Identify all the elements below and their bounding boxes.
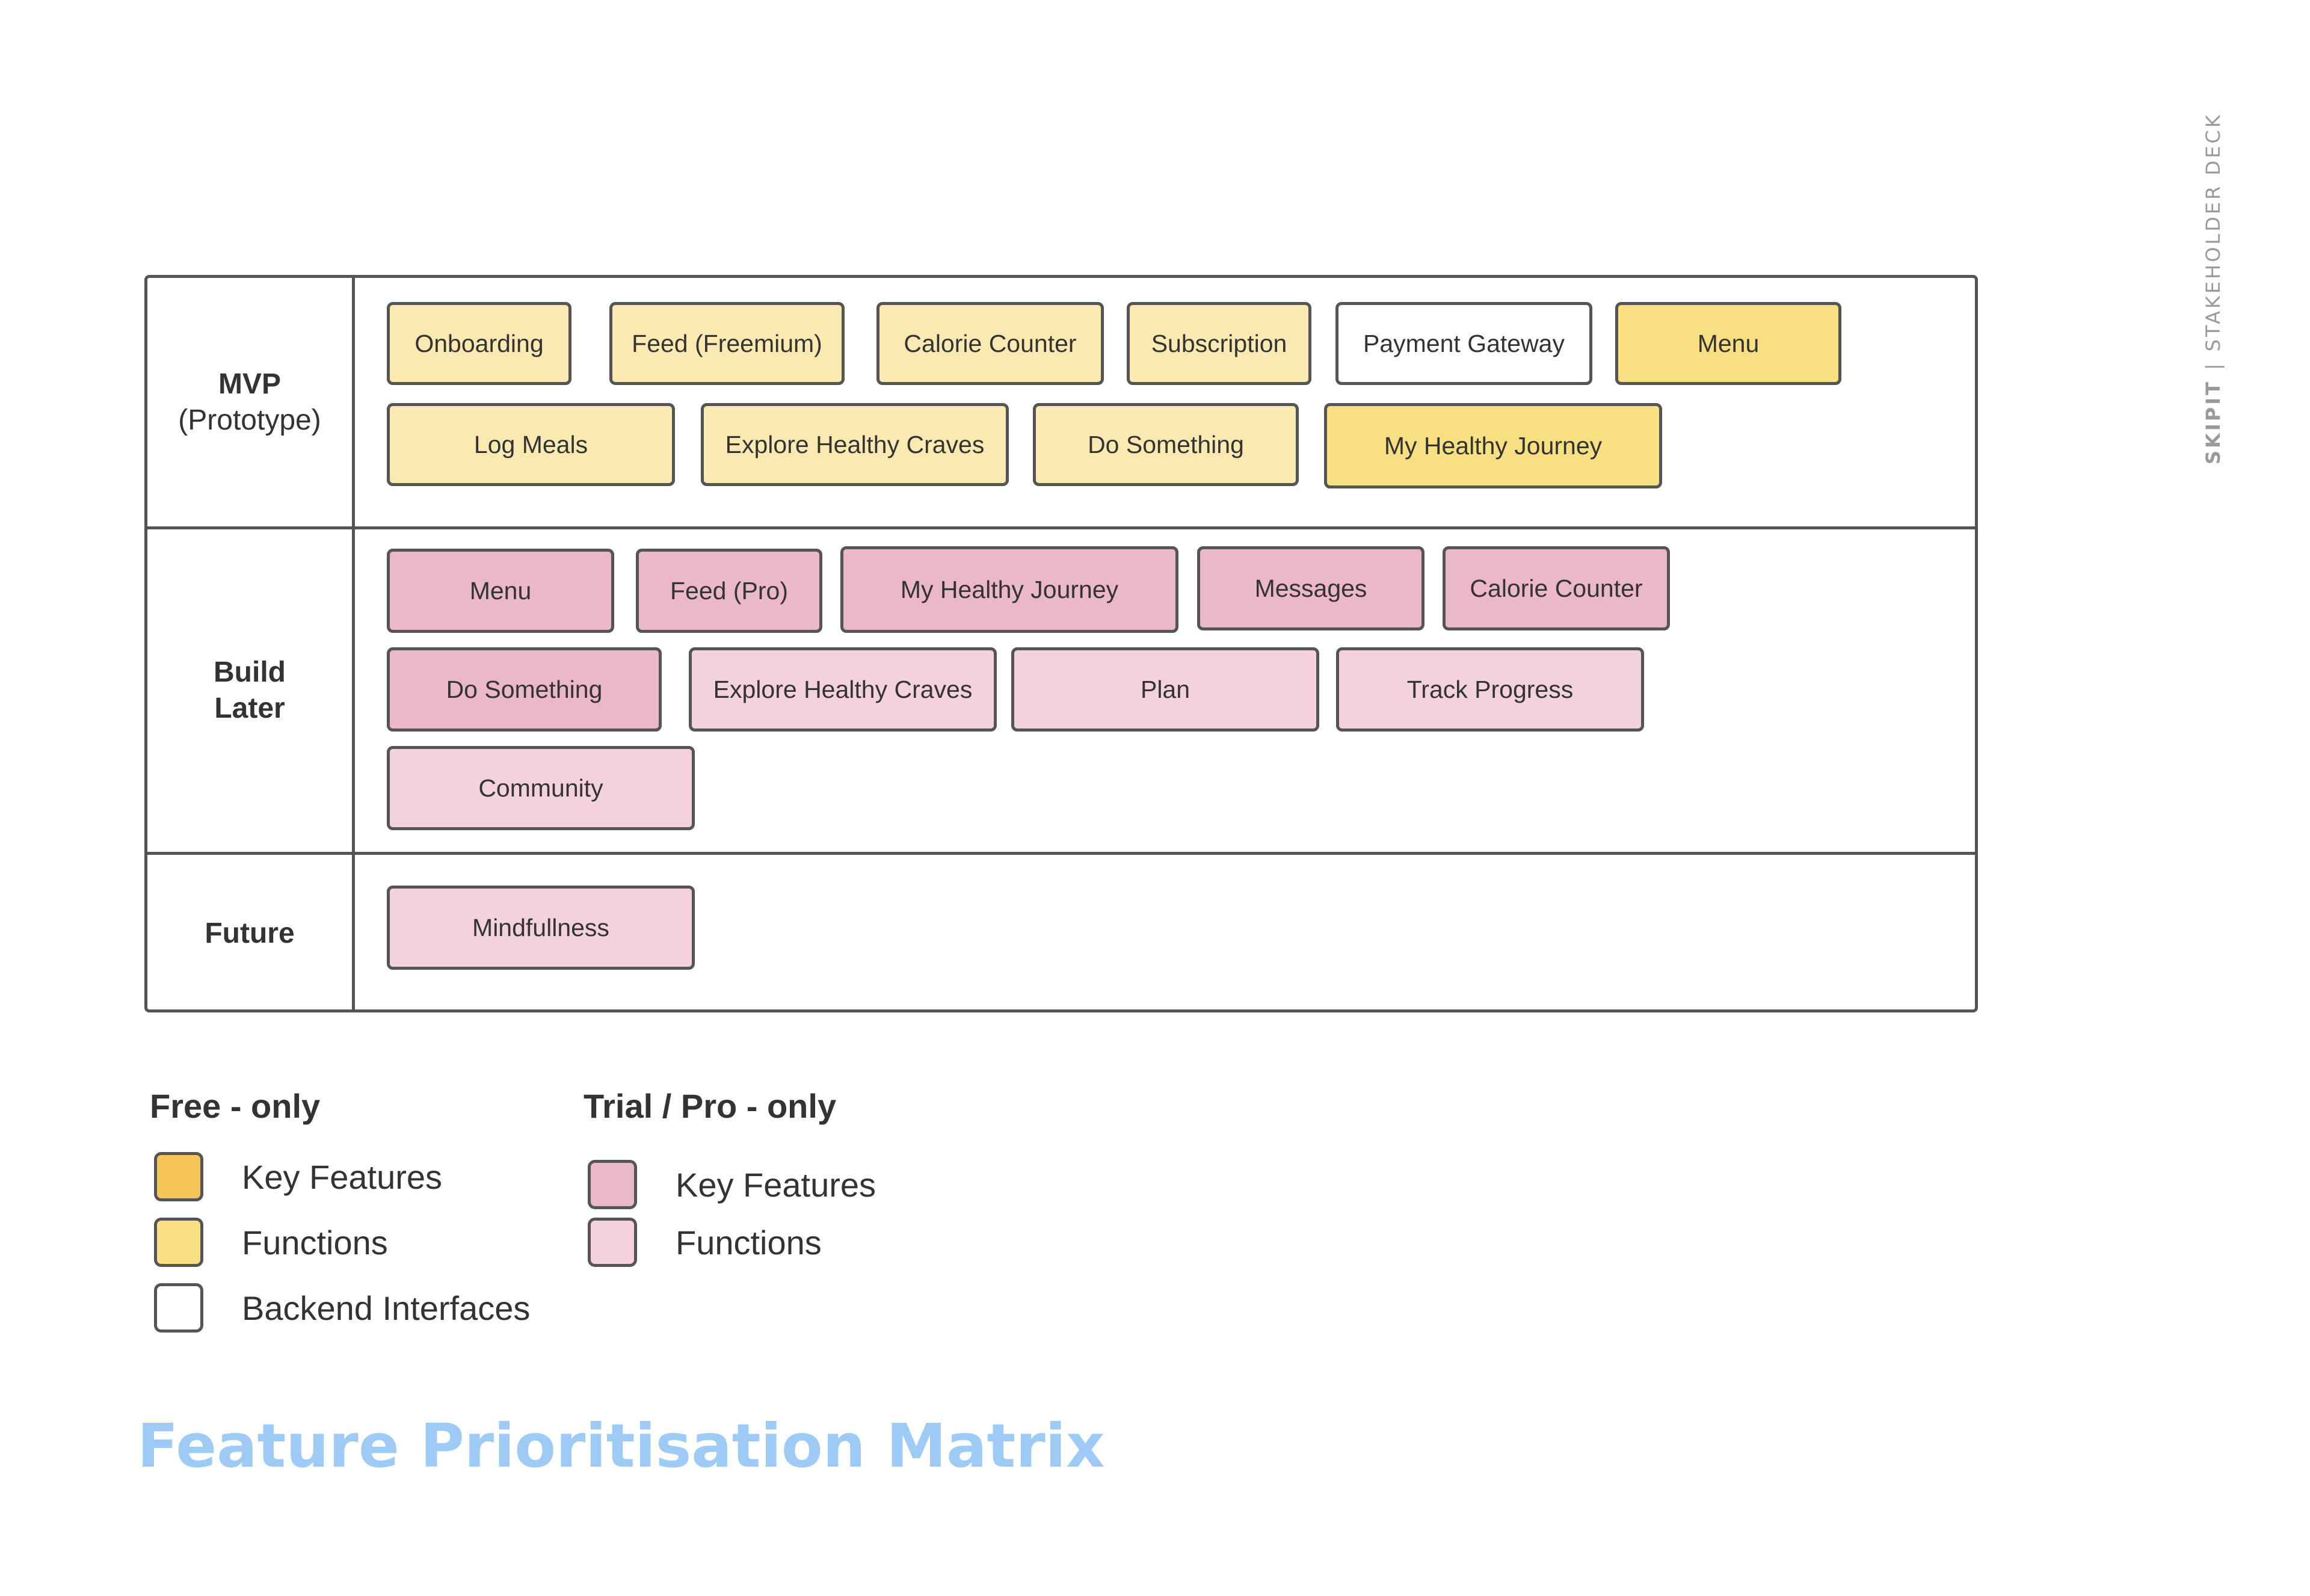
brand-name: SKIPIT <box>2202 380 2225 464</box>
feature-card-do-something[interactable]: Do Something <box>387 647 662 732</box>
matrix-column-divider <box>352 278 355 1009</box>
feature-card-onboarding[interactable]: Onboarding <box>387 302 571 385</box>
feature-card-plan[interactable]: Plan <box>1011 647 1319 732</box>
feature-card-my-healthy-journey[interactable]: My Healthy Journey <box>840 546 1178 633</box>
feature-card-community[interactable]: Community <box>387 746 695 830</box>
row-label-title: MVP <box>218 368 281 400</box>
legend-item-pro-functions: Functions <box>588 1218 822 1267</box>
legend-pro-title: Trial / Pro - only <box>584 1087 837 1125</box>
feature-card-feed-pro[interactable]: Feed (Pro) <box>636 549 822 633</box>
feature-card-do-something[interactable]: Do Something <box>1033 403 1299 486</box>
feature-card-my-healthy-journey[interactable]: My Healthy Journey <box>1324 403 1662 488</box>
feature-card-feed-freemium[interactable]: Feed (Freemium) <box>609 302 845 385</box>
feature-card-explore-healthy-craves[interactable]: Explore Healthy Craves <box>701 403 1009 486</box>
legend-label: Key Features <box>676 1165 876 1204</box>
legend-swatch <box>588 1218 637 1267</box>
feature-card-calorie-counter[interactable]: Calorie Counter <box>876 302 1104 385</box>
feature-card-messages[interactable]: Messages <box>1197 546 1424 630</box>
legend-item-pro-key-features: Key Features <box>588 1160 876 1209</box>
legend-swatch <box>154 1218 203 1267</box>
feature-card-log-meals[interactable]: Log Meals <box>387 403 675 486</box>
legend-swatch <box>154 1283 203 1333</box>
side-label-separator: | <box>2202 361 2225 371</box>
priority-matrix: MVP (Prototype) Build Later Future Onboa… <box>144 275 1978 1012</box>
legend-label: Functions <box>242 1223 388 1262</box>
row-label-title: Future <box>205 917 295 949</box>
row-label-future: Future <box>147 855 352 1009</box>
matrix-row-divider <box>147 852 1975 855</box>
row-label-subtitle: (Prototype) <box>178 404 321 436</box>
feature-card-menu[interactable]: Menu <box>1615 302 1841 385</box>
page-title: Feature Prioritisation Matrix <box>137 1411 1105 1481</box>
deck-name: STAKEHOLDER DECK <box>2202 112 2225 352</box>
feature-card-calorie-counter[interactable]: Calorie Counter <box>1443 546 1670 630</box>
legend-item-free-functions: Functions <box>154 1218 388 1267</box>
row-label-subtitle: Later <box>214 692 285 724</box>
feature-card-menu[interactable]: Menu <box>387 549 614 633</box>
feature-card-payment-gateway[interactable]: Payment Gateway <box>1335 302 1592 385</box>
legend-swatch <box>154 1152 203 1201</box>
deck-side-label: SKIPIT | STAKEHOLDER DECK <box>2202 112 2225 464</box>
legend-label: Key Features <box>242 1157 443 1196</box>
row-label-build-later: Build Later <box>147 529 352 852</box>
legend-label: Backend Interfaces <box>242 1289 531 1327</box>
legend-item-free-key-features: Key Features <box>154 1152 442 1201</box>
feature-card-subscription[interactable]: Subscription <box>1127 302 1311 385</box>
legend-label: Functions <box>676 1223 822 1262</box>
legend-swatch <box>588 1160 637 1209</box>
matrix-row-divider <box>147 526 1975 529</box>
row-label-mvp: MVP (Prototype) <box>147 278 352 526</box>
feature-card-track-progress[interactable]: Track Progress <box>1336 647 1644 732</box>
feature-card-explore-healthy-craves[interactable]: Explore Healthy Craves <box>689 647 997 732</box>
legend-free-title: Free - only <box>150 1087 321 1125</box>
row-label-title: Build <box>214 656 286 688</box>
legend-item-backend-interfaces: Backend Interfaces <box>154 1283 530 1333</box>
feature-card-mindfullness[interactable]: Mindfullness <box>387 886 695 970</box>
